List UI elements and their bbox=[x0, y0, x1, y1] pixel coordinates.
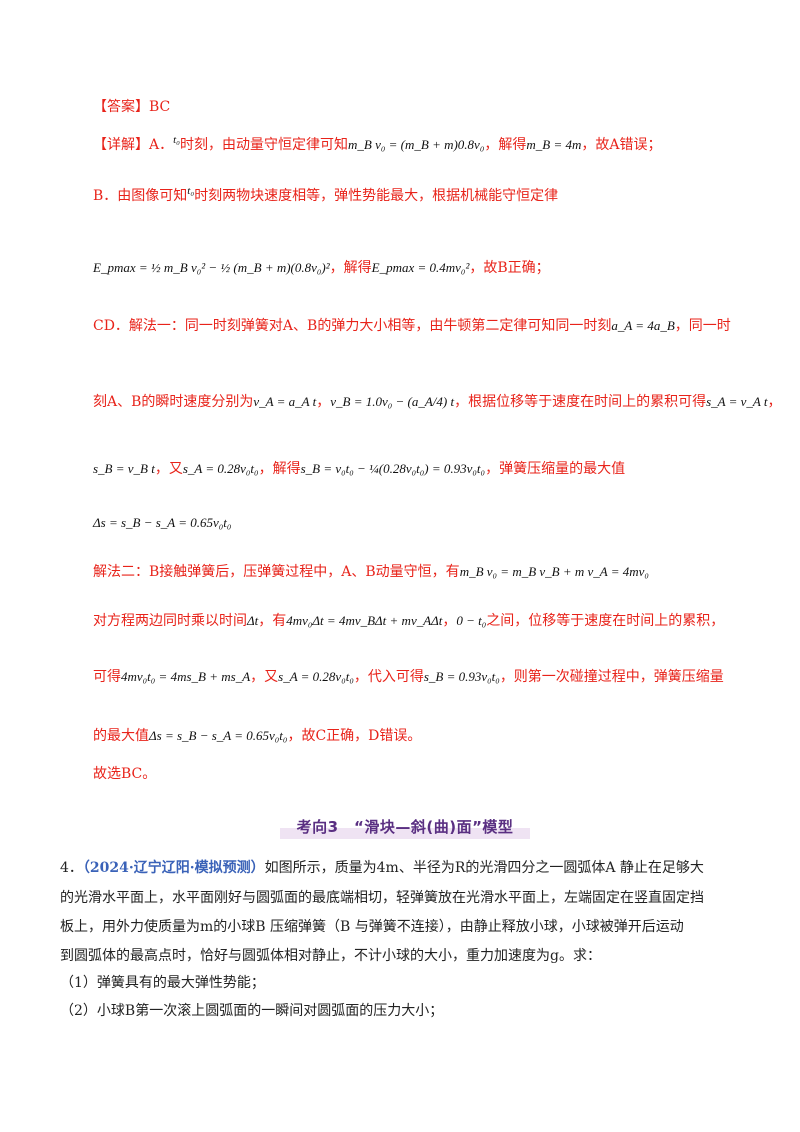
question-line-1: 4．（2024·辽宁辽阳·模拟预测）如图所示，质量为4m、半径为R的光滑四分之一… bbox=[60, 858, 704, 878]
equation: s_B = v_B t bbox=[93, 461, 155, 476]
option-a-prefix: A． bbox=[149, 137, 174, 153]
explanation-text: ，又 bbox=[250, 669, 279, 685]
section-title-block: 考向3 “滑块—斜(曲)面”模型 bbox=[280, 816, 530, 842]
answer-label: 【答案】 bbox=[93, 99, 149, 115]
equation: s_A = v_A t bbox=[706, 394, 768, 409]
explanation-text: 可得 bbox=[93, 669, 121, 685]
explanation-text: 解法二：B接触弹簧后，压弹簧过程中，A、B动量守恒，有 bbox=[93, 564, 460, 580]
question-text: 如图所示，质量为4m、半径为R的光滑四分之一圆弧体A 静止在足够大 bbox=[264, 860, 704, 876]
equation: v_B = 1.0v₀ − (a_A/4) t bbox=[330, 394, 455, 409]
explanation-text: 对方程两边同时乘以时间 bbox=[93, 613, 247, 629]
explanation-line-b: B．由图像可知t₀时刻两物块速度相等，弹性势能最大，根据机械能守恒定律 bbox=[93, 185, 559, 207]
explanation-text: ，故A错误； bbox=[581, 137, 662, 153]
explanation-label: 【详解】 bbox=[93, 137, 149, 153]
explanation-text: ，解得 bbox=[484, 137, 527, 153]
method2-line-1: 解法二：B接触弹簧后，压弹簧过程中，A、B动量守恒，有m_B v₀ = m_B … bbox=[93, 562, 649, 582]
explanation-text: ，根据位移等于速度在时间上的累积可得 bbox=[454, 394, 707, 410]
explanation-line-cd1: CD．解法一：同一时刻弹簧对A、B的弹力大小相等，由牛顿第二定律可知同一时刻a_… bbox=[93, 316, 731, 336]
explanation-text: CD．解法一：同一时刻弹簧对A、B的弹力大小相等，由牛顿第二定律可知同一时刻 bbox=[93, 318, 612, 334]
equation: 4mv₀Δt = 4mv_BΔt + mv_AΔt bbox=[286, 613, 443, 628]
explanation-line-cd3: s_B = v_B t，又s_A = 0.28v₀t₀，解得s_B = v₀t₀… bbox=[93, 459, 625, 479]
equation: a_A = 4a_B bbox=[611, 318, 675, 333]
explanation-text: 时刻，由动量守恒定律可知 bbox=[180, 137, 349, 153]
explanation-text: ，解得 bbox=[258, 461, 301, 477]
question-source: （2024·辽宁辽阳·模拟预测） bbox=[82, 860, 265, 876]
equation: 4mv₀t₀ = 4ms_B + ms_A bbox=[121, 669, 251, 684]
explanation-line-cd4: Δs = s_B − s_A = 0.65v₀t₀ bbox=[93, 513, 231, 533]
sub-question-2: （2）小球B第一次滚上圆弧面的一瞬间对圆弧面的压力大小； bbox=[60, 1003, 444, 1019]
equation: s_A = 0.28v₀t₀ bbox=[182, 461, 259, 476]
question-number: 4． bbox=[60, 860, 83, 876]
title-highlight-bar bbox=[280, 828, 530, 839]
explanation-line-cd2: 刻A、B的瞬时速度分别为v_A = a_A t，v_B = 1.0v₀ − (a… bbox=[93, 392, 782, 412]
explanation-text: B．由图像可知 bbox=[93, 188, 188, 204]
explanation-text: ，同一时 bbox=[674, 318, 731, 334]
explanation-text: ，故C正确，D错误。 bbox=[287, 728, 422, 744]
explanation-text: ， bbox=[442, 613, 457, 629]
explanation-text: ，故B正确； bbox=[469, 260, 550, 276]
explanation-text: 之间，位移等于速度在时间上的累积， bbox=[486, 613, 725, 629]
answer-line: 【答案】BC bbox=[93, 97, 170, 117]
equation: E_pmax = 0.4mv₀² bbox=[371, 260, 470, 275]
equation: v_A = a_A t bbox=[253, 394, 317, 409]
equation: 0 − t₀ bbox=[456, 613, 487, 628]
question-line-2: 的光滑水平面上，水平面刚好与圆弧面的最底端相切，轻弹簧放在光滑水平面上，左端固定… bbox=[60, 890, 704, 906]
t0-symbol: t₀ bbox=[173, 134, 181, 146]
explanation-line-a: 【详解】A．t₀时刻，由动量守恒定律可知m_B v₀ = (m_B + m)0.… bbox=[93, 134, 662, 156]
question-line-3: 板上，用外力使质量为m的小球B 压缩弹簧（B 与弹簧不连接），由静止释放小球，小… bbox=[60, 919, 684, 935]
equation: m_B v₀ = (m_B + m)0.8v₀ bbox=[348, 137, 485, 152]
equation: Δs = s_B − s_A = 0.65v₀t₀ bbox=[149, 728, 288, 743]
explanation-text: ，代入可得 bbox=[353, 669, 424, 685]
final-answer: 故选BC。 bbox=[93, 766, 157, 782]
answer-value: BC bbox=[149, 99, 171, 115]
sub-question-1: （1）弹簧具有的最大弹性势能； bbox=[60, 975, 265, 991]
explanation-text: ， bbox=[316, 394, 331, 410]
equation: s_B = 0.93v₀t₀ bbox=[423, 669, 500, 684]
t0-symbol: t₀ bbox=[187, 185, 195, 197]
equation: m_B = 4m bbox=[526, 137, 582, 152]
explanation-text: ， bbox=[767, 394, 782, 410]
explanation-text: ，又 bbox=[154, 461, 183, 477]
equation: Δt bbox=[247, 613, 259, 628]
explanation-text: 的最大值 bbox=[93, 728, 149, 744]
explanation-text: ，则第一次碰撞过程中，弹簧压缩量 bbox=[499, 669, 724, 685]
method2-line-4: 的最大值Δs = s_B − s_A = 0.65v₀t₀，故C正确，D错误。 bbox=[93, 726, 421, 746]
explanation-text: ，弹簧压缩量的最大值 bbox=[485, 461, 626, 477]
equation: m_B v₀ = m_B v_B + m v_A = 4mv₀ bbox=[459, 564, 649, 579]
equation: s_A = 0.28v₀t₀ bbox=[278, 669, 354, 684]
method2-line-3: 可得4mv₀t₀ = 4ms_B + ms_A，又s_A = 0.28v₀t₀，… bbox=[93, 667, 724, 687]
section-title: 考向3 “滑块—斜(曲)面”模型 bbox=[296, 818, 514, 836]
explanation-text: ，有 bbox=[258, 613, 287, 629]
explanation-text: ，解得 bbox=[329, 260, 372, 276]
explanation-text: 时刻两物块速度相等，弹性势能最大，根据机械能守恒定律 bbox=[194, 188, 559, 204]
question-line-4: 到圆弧体的最高点时，恰好与圆弧体相对静止，不计小球的大小，重力加速度为g。求： bbox=[60, 948, 601, 964]
equation: Δs = s_B − s_A = 0.65v₀t₀ bbox=[93, 515, 232, 530]
method2-line-2: 对方程两边同时乘以时间Δt，有4mv₀Δt = 4mv_BΔt + mv_AΔt… bbox=[93, 611, 724, 631]
explanation-line-b2: E_pmax = ½ m_B v₀² − ½ (m_B + m)(0.8v₀)²… bbox=[93, 258, 550, 278]
explanation-text: 刻A、B的瞬时速度分别为 bbox=[93, 394, 254, 410]
equation: s_B = v₀t₀ − ¼(0.28v₀t₀) = 0.93v₀t₀ bbox=[300, 461, 486, 476]
equation: E_pmax = ½ m_B v₀² − ½ (m_B + m)(0.8v₀)² bbox=[93, 260, 330, 275]
